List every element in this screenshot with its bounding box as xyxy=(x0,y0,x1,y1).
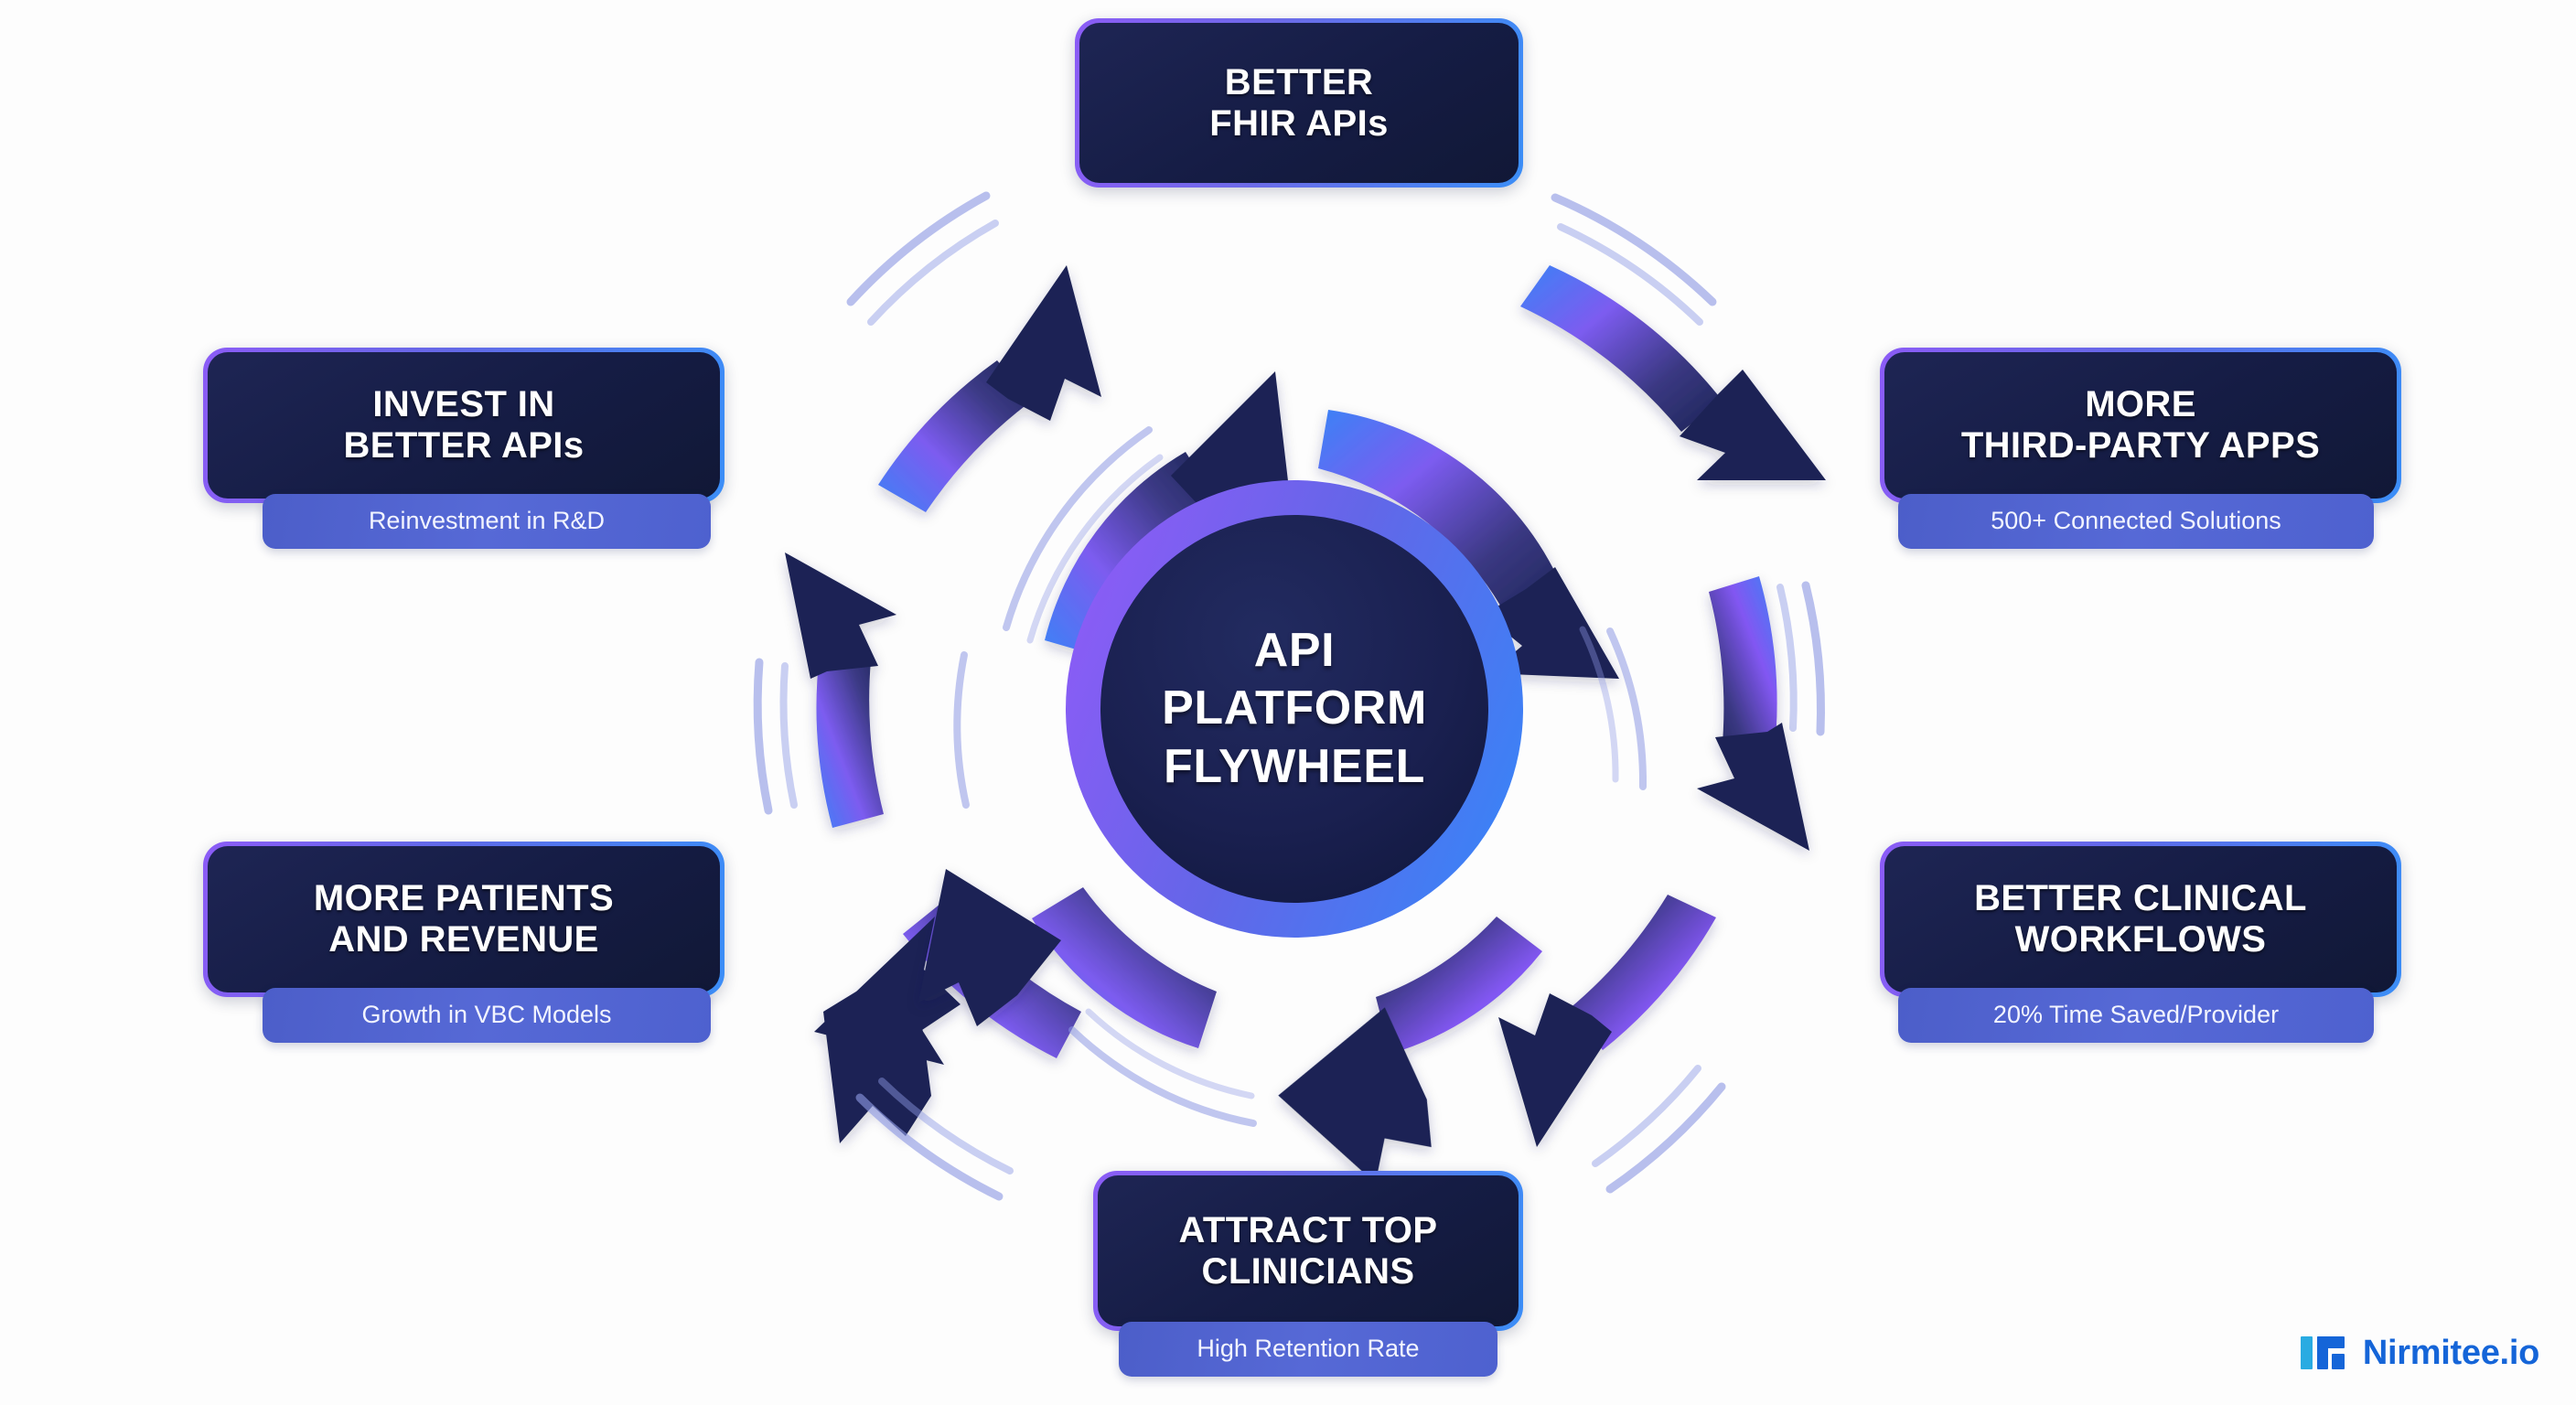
hub-circle xyxy=(1066,480,1523,938)
node-card: BETTER CLINICAL WORKFLOWS xyxy=(1880,842,2401,997)
node-card: BETTER FHIR APIs xyxy=(1075,18,1523,188)
nirmitee-wordmark: Nirmitee.io xyxy=(2362,1333,2539,1372)
node-card: MORE PATIENTS AND REVENUE xyxy=(203,842,724,997)
node-card: ATTRACT TOP CLINICIANS xyxy=(1093,1171,1523,1331)
inner-accent-arcs xyxy=(953,426,1648,1127)
outer-arrow-ring xyxy=(785,265,1826,1147)
outer-arrow-5 xyxy=(785,552,896,828)
outer-arrow-2 xyxy=(1697,576,1809,851)
node-more-third-party-apps[interactable]: MORE THIRD-PARTY APPS 500+ Connected Sol… xyxy=(1880,348,2401,549)
inner-arrow-1 xyxy=(1318,410,1619,679)
node-better-fhir-apis[interactable]: BETTER FHIR APIs xyxy=(1075,18,1523,188)
node-invest-in-better-apis[interactable]: INVEST IN BETTER APIs Reinvestment in R&… xyxy=(203,348,724,549)
node-card-inner: BETTER CLINICAL WORKFLOWS xyxy=(1884,846,2397,992)
node-title: BETTER CLINICAL WORKFLOWS xyxy=(1974,878,2307,960)
outer-accent-arcs xyxy=(753,191,1825,1201)
outer-arrow-3 xyxy=(1498,895,1716,1147)
node-subtitle: Reinvestment in R&D xyxy=(263,494,711,549)
node-title: MORE THIRD-PARTY APPS xyxy=(1960,384,2321,466)
node-card: MORE THIRD-PARTY APPS xyxy=(1880,348,2401,503)
node-better-clinical-workflows[interactable]: BETTER CLINICAL WORKFLOWS 20% Time Saved… xyxy=(1880,842,2401,1043)
node-attract-top-clinicians[interactable]: ATTRACT TOP CLINICIANS High Retention Ra… xyxy=(1093,1171,1523,1377)
node-card-inner: ATTRACT TOP CLINICIANS xyxy=(1098,1175,1519,1326)
node-title: ATTRACT TOP CLINICIANS xyxy=(1178,1209,1438,1292)
outer-arrow-1 xyxy=(1520,265,1826,480)
node-subtitle: Growth in VBC Models xyxy=(263,988,711,1043)
outer-arrow-6 xyxy=(878,265,1101,512)
inner-arrow-4 xyxy=(918,869,1217,1048)
node-card-inner: INVEST IN BETTER APIs xyxy=(208,352,720,499)
inner-arrow-3 xyxy=(1278,917,1542,1184)
node-title: INVEST IN BETTER APIs xyxy=(343,384,585,466)
nirmitee-logo-icon xyxy=(2300,1336,2345,1369)
node-card: INVEST IN BETTER APIs xyxy=(203,348,724,503)
inner-arrow-ring xyxy=(918,371,1619,1184)
node-subtitle: 20% Time Saved/Provider xyxy=(1898,988,2374,1043)
node-card-inner: BETTER FHIR APIs xyxy=(1079,23,1519,183)
node-title: BETTER FHIR APIs xyxy=(1209,61,1389,144)
nirmitee-logo[interactable]: Nirmitee.io xyxy=(2300,1332,2539,1374)
node-more-patients-and-revenue[interactable]: MORE PATIENTS AND REVENUE Growth in VBC … xyxy=(203,842,724,1043)
node-subtitle: High Retention Rate xyxy=(1119,1322,1497,1377)
node-card-inner: MORE THIRD-PARTY APPS xyxy=(1884,352,2397,499)
node-card-inner: MORE PATIENTS AND REVENUE xyxy=(208,846,720,992)
node-subtitle: 500+ Connected Solutions xyxy=(1898,494,2374,549)
node-title: MORE PATIENTS AND REVENUE xyxy=(313,878,615,960)
